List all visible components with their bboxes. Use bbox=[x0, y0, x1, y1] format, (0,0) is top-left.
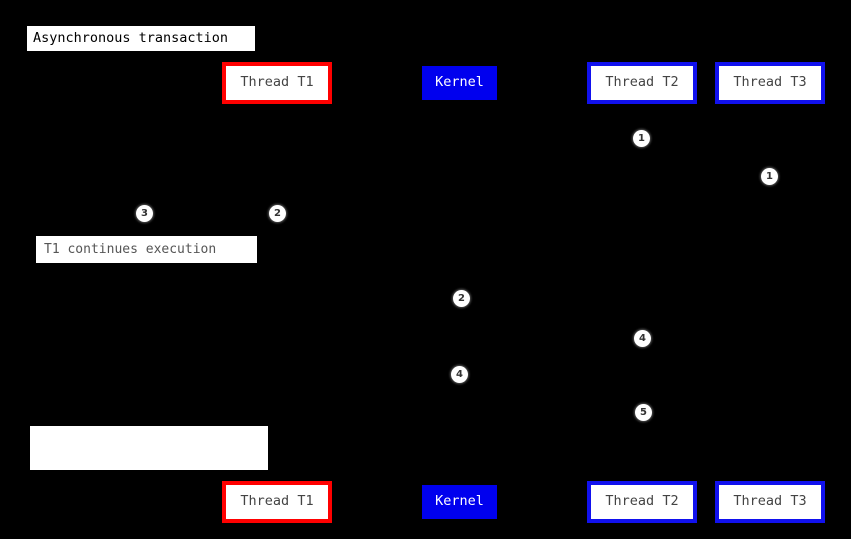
note-t1-continues-execution: T1 continues execution bbox=[36, 236, 257, 263]
lifeline-tick-t1-bottom bbox=[276, 477, 279, 481]
participant-top-thread-t2[interactable]: Thread T2 bbox=[587, 62, 697, 104]
step-marker-1-t3[interactable]: 1 bbox=[761, 168, 778, 185]
step-marker-4-t2[interactable]: 4 bbox=[634, 330, 651, 347]
lifeline-thread-t1 bbox=[277, 104, 278, 481]
lifeline-tick-t1-top bbox=[276, 102, 279, 106]
lifeline-thread-t3 bbox=[770, 104, 771, 481]
participant-bottom-thread-t1[interactable]: Thread T1 bbox=[222, 481, 332, 523]
step-marker-5-t2[interactable]: 5 bbox=[635, 404, 652, 421]
participant-bottom-thread-t2[interactable]: Thread T2 bbox=[587, 481, 697, 523]
participant-bottom-kernel[interactable]: Kernel bbox=[422, 485, 497, 519]
step-marker-3-t1-note[interactable]: 3 bbox=[136, 205, 153, 222]
lifeline-tick-t3-top bbox=[769, 102, 772, 106]
participant-top-kernel[interactable]: Kernel bbox=[422, 66, 497, 100]
step-marker-1-t2[interactable]: 1 bbox=[633, 130, 650, 147]
step-marker-2-kernel[interactable]: 2 bbox=[453, 290, 470, 307]
participant-bottom-thread-t3[interactable]: Thread T3 bbox=[715, 481, 825, 523]
step-marker-2-t1[interactable]: 2 bbox=[269, 205, 286, 222]
step-marker-4-kernel[interactable]: 4 bbox=[451, 366, 468, 383]
participant-top-thread-t3[interactable]: Thread T3 bbox=[715, 62, 825, 104]
participant-top-thread-t1[interactable]: Thread T1 bbox=[222, 62, 332, 104]
diagram-title: Asynchronous transaction bbox=[27, 26, 255, 51]
lifeline-tick-t2-bottom bbox=[641, 477, 644, 481]
lifeline-tick-t3-bottom bbox=[769, 477, 772, 481]
lifeline-tick-t2-top bbox=[641, 102, 644, 106]
lifeline-thread-t2 bbox=[642, 104, 643, 481]
note-blank bbox=[30, 426, 268, 470]
